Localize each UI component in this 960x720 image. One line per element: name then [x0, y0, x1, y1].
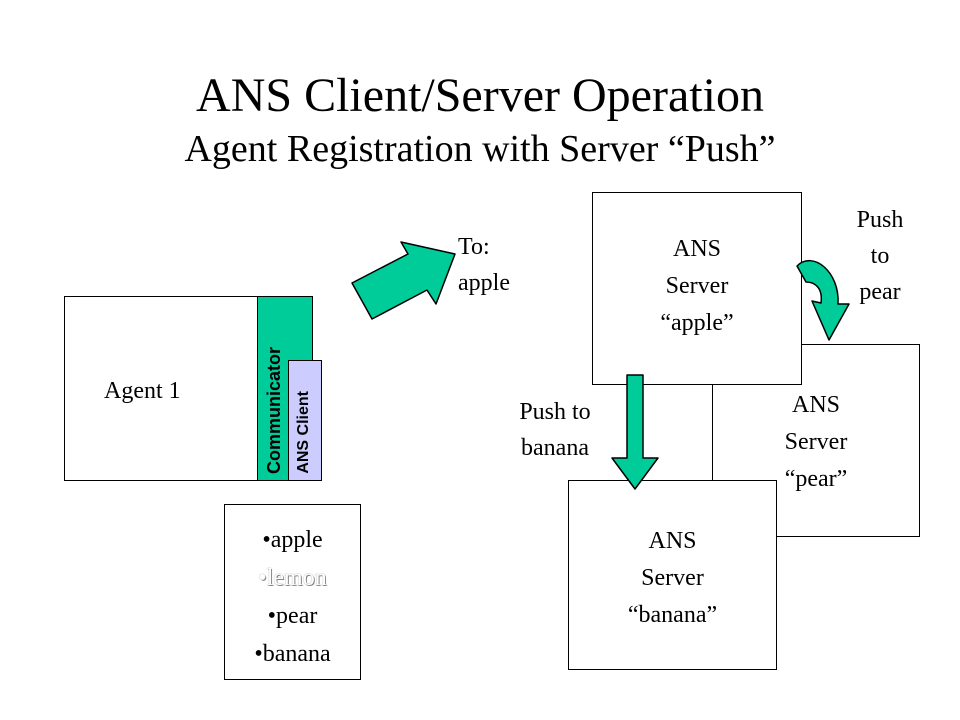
push-to-pear-line3: pear: [859, 279, 901, 305]
push-to-banana-label: Push to banana: [495, 394, 615, 466]
push-to-pear-line1: Push: [856, 207, 904, 233]
push-to-pear-label: Push to pear: [840, 202, 920, 310]
agent-label: Agent 1: [104, 378, 181, 404]
push-to-banana-arrow: [611, 374, 659, 490]
server-apple-line2: Server: [665, 273, 729, 299]
server-apple-line3: “apple”: [660, 310, 734, 336]
registration-list: •apple •lemon •pear •banana: [224, 504, 361, 680]
server-apple-line1: ANS: [672, 236, 721, 262]
push-to-banana-line1: Push to: [519, 399, 591, 425]
server-banana: ANS Server “banana”: [568, 480, 777, 670]
message-line2: apple: [458, 270, 510, 296]
server-pear-line3: “pear”: [784, 466, 848, 492]
server-pear-line2: Server: [784, 429, 848, 455]
push-to-pear-arrow: [796, 259, 850, 341]
server-pear-line1: ANS: [791, 392, 840, 418]
to-apple-arrow: [351, 241, 456, 320]
ans-client-block: ANS Client: [288, 360, 322, 481]
agent-box: [64, 296, 258, 481]
server-apple: ANS Server “apple”: [592, 192, 802, 385]
slide-subtitle: Agent Registration with Server “Push”: [184, 128, 776, 170]
list-item-banana: •banana: [254, 641, 331, 667]
push-to-banana-line2: banana: [521, 435, 589, 461]
list-item-apple: •apple: [262, 527, 323, 553]
list-item-pear: •pear: [267, 603, 318, 629]
message-line1: To:: [458, 234, 490, 260]
server-banana-line1: ANS: [648, 528, 697, 554]
message-label: To: apple: [458, 229, 510, 301]
push-to-pear-line2: to: [870, 243, 890, 269]
server-banana-line2: Server: [641, 565, 704, 591]
list-item-lemon: •lemon: [258, 565, 327, 591]
slide-title: ANS Client/Server Operation: [196, 69, 764, 122]
server-banana-line3: “banana”: [627, 602, 718, 628]
